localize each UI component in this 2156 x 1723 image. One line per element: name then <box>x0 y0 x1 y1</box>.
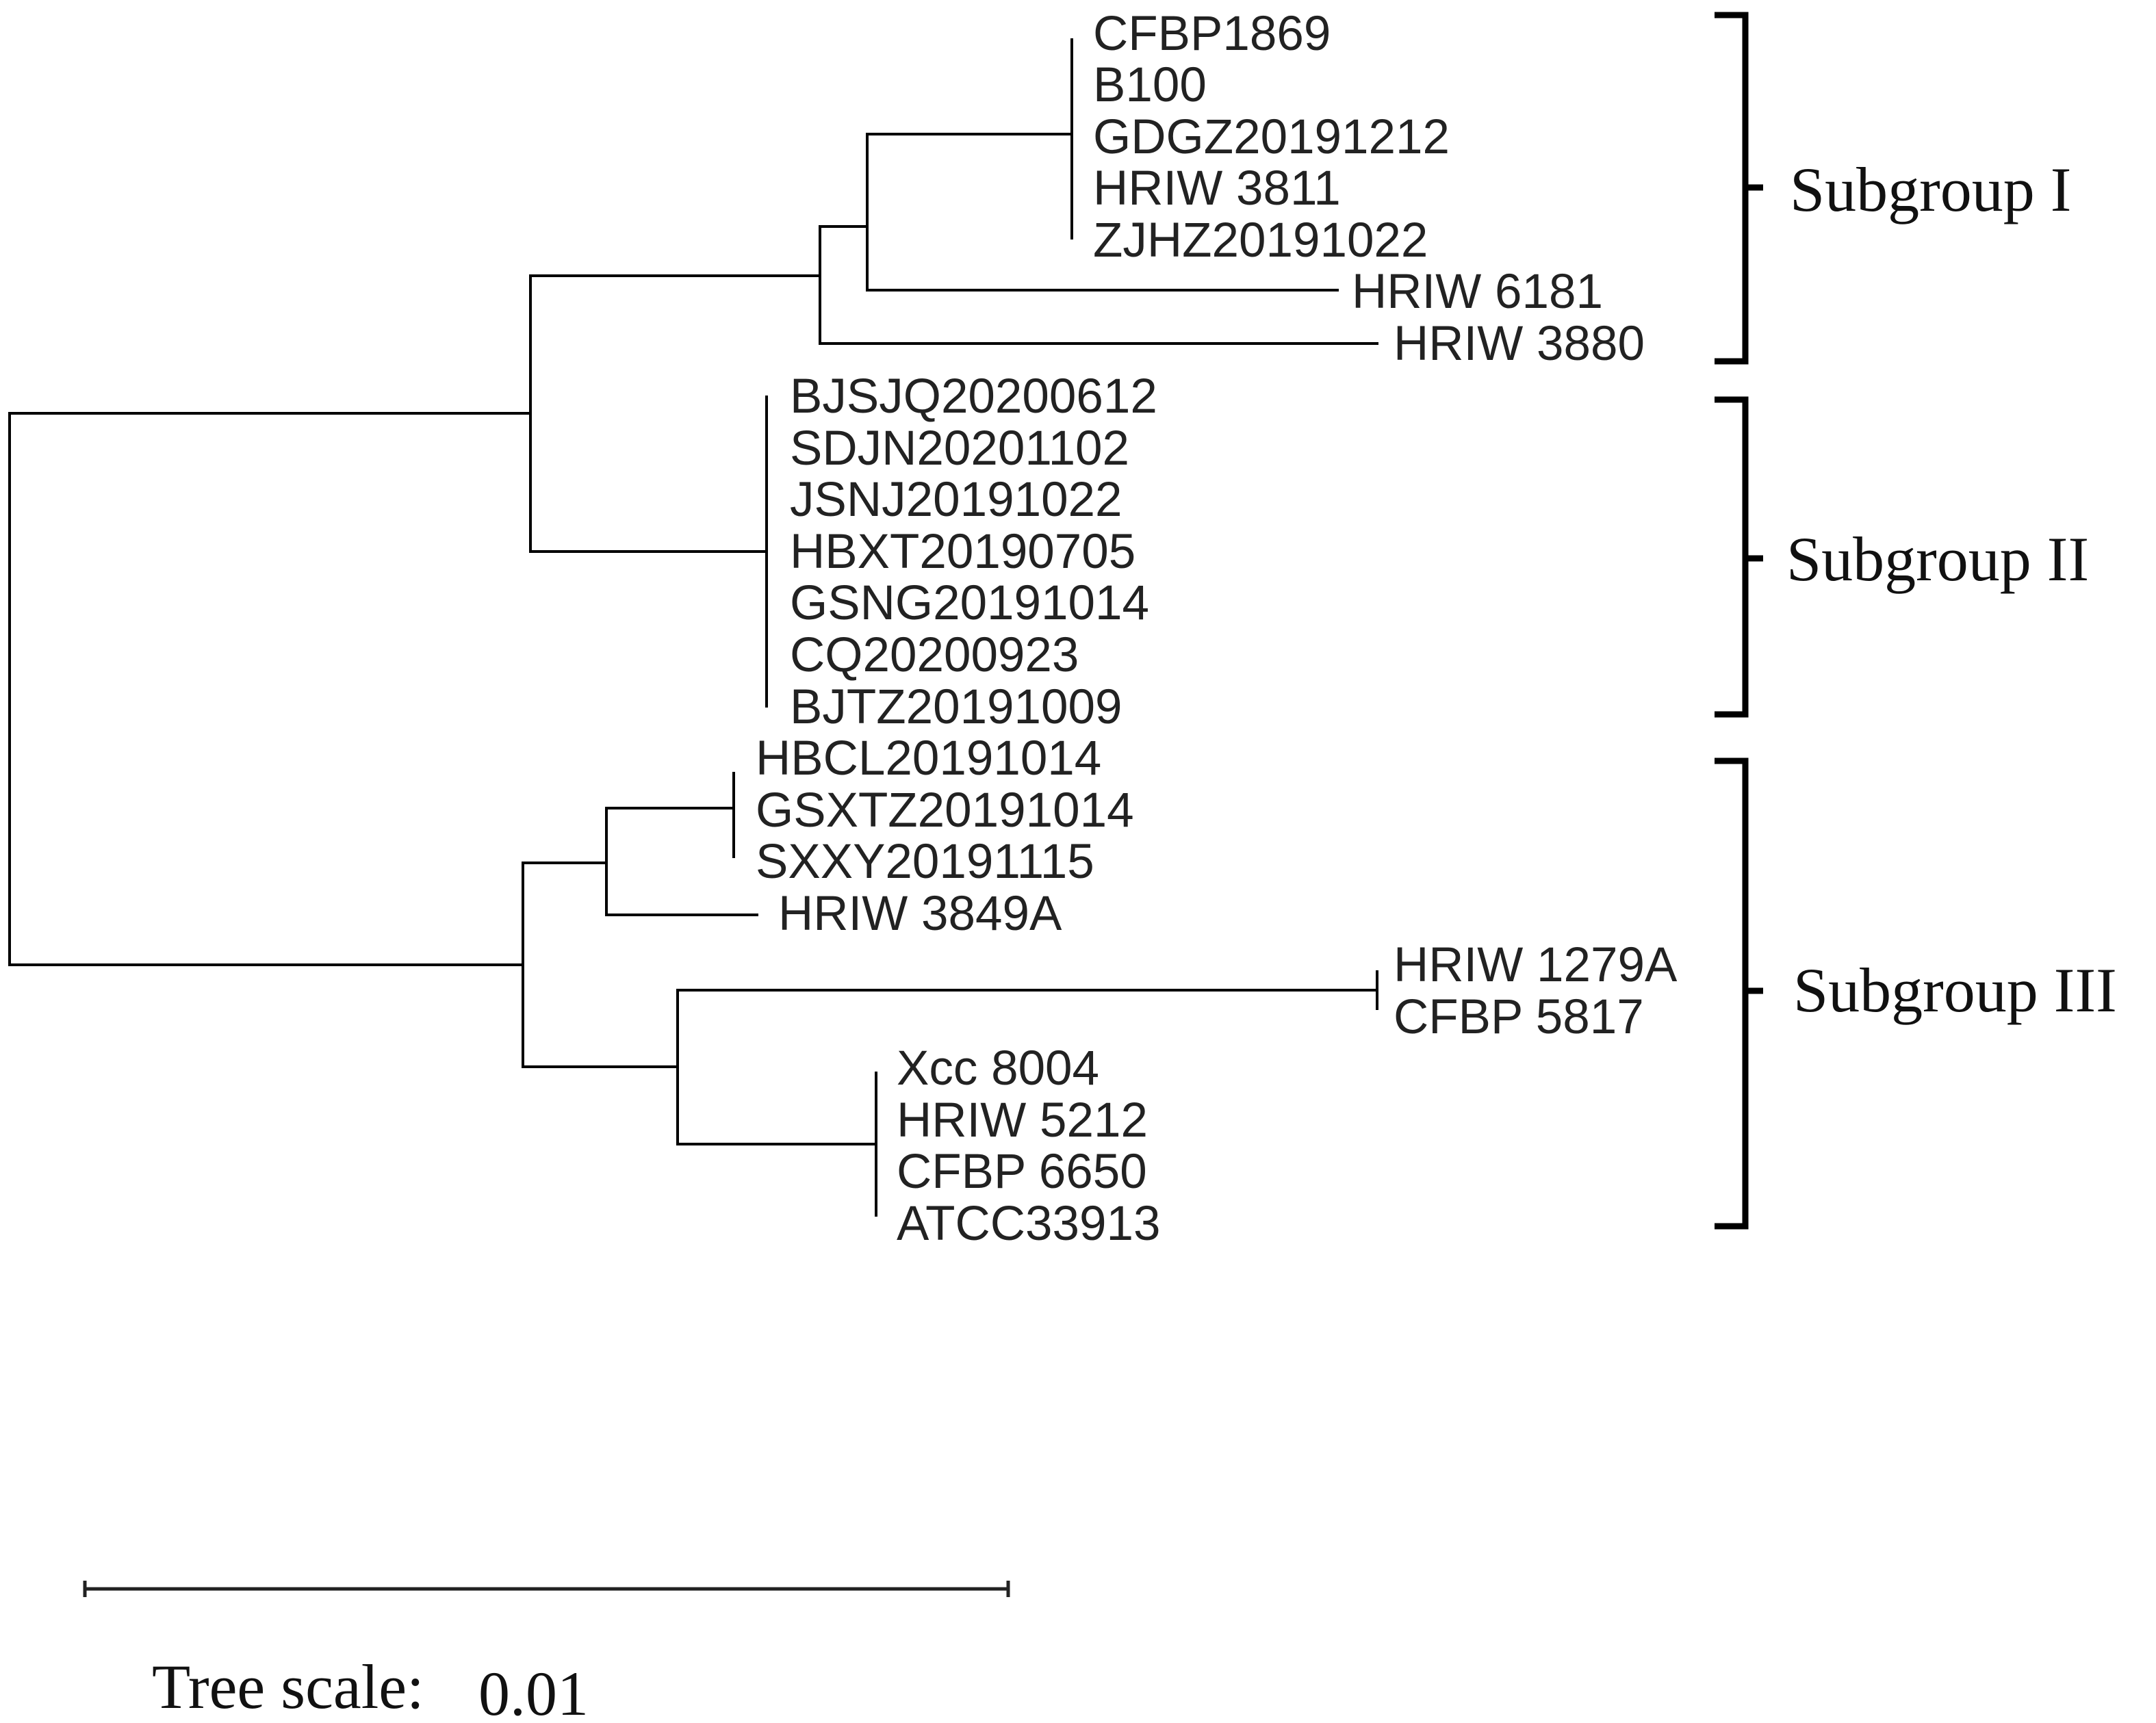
subgroup-iii-label: Subgroup III <box>1793 955 2117 1025</box>
leaf-label: CFBP1869 <box>1093 7 1331 61</box>
leaf-label: GSXTZ20191014 <box>756 783 1134 838</box>
subgroup-iii-bracket <box>1715 757 1763 1230</box>
subgroup-brackets: Subgroup I Subgroup II Subgroup III <box>1715 12 2117 1230</box>
subgroup-ii-bracket <box>1715 396 1763 718</box>
tree-branches <box>8 38 1378 1217</box>
leaf-label: HRIW 6181 <box>1352 265 1603 319</box>
leaf-label: CFBP 5817 <box>1394 990 1644 1044</box>
leaf-label: BJSJQ20200612 <box>790 370 1157 424</box>
leaf-label: ZJHZ20191022 <box>1093 213 1428 268</box>
scale-value: 0.01 <box>478 1659 589 1723</box>
leaf-label: HRIW 1279A <box>1394 938 1678 992</box>
leaf-label: GSNG20191014 <box>790 576 1149 630</box>
leaf-label: HRIW 3849A <box>778 887 1062 941</box>
subgroup-ii-label: Subgroup II <box>1786 524 2089 594</box>
leaf-label: ATCC33913 <box>897 1197 1160 1251</box>
leaf-label: HBXT20190705 <box>790 525 1135 579</box>
leaf-label: SXXY20191115 <box>756 835 1094 889</box>
leaf-labels: CFBP1869 B100 GDGZ20191212 HRIW 3811 ZJH… <box>756 7 1678 1251</box>
scale-label: Tree scale: <box>152 1652 424 1722</box>
leaf-label: HRIW 3811 <box>1093 161 1341 216</box>
leaf-label: CQ20200923 <box>790 628 1079 682</box>
leaf-label: GDGZ20191212 <box>1093 110 1450 164</box>
leaf-label: HRIW 5212 <box>897 1093 1148 1148</box>
leaf-label: Xcc 8004 <box>897 1041 1099 1096</box>
leaf-label: CFBP 6650 <box>897 1145 1147 1199</box>
subgroup-i-bracket <box>1715 12 1763 365</box>
leaf-label: BJTZ20191009 <box>790 680 1122 734</box>
tree-scale: Tree scale: 0.01 <box>83 1581 1010 1723</box>
leaf-label: SDJN20201102 <box>790 422 1129 476</box>
scale-bar <box>83 1581 1010 1597</box>
leaf-label: JSNJ20191022 <box>790 473 1122 527</box>
leaf-label: HBCL20191014 <box>756 731 1101 786</box>
leaf-label: B100 <box>1093 58 1207 112</box>
leaf-label: HRIW 3880 <box>1394 317 1645 371</box>
subgroup-i-label: Subgroup I <box>1790 155 2071 224</box>
